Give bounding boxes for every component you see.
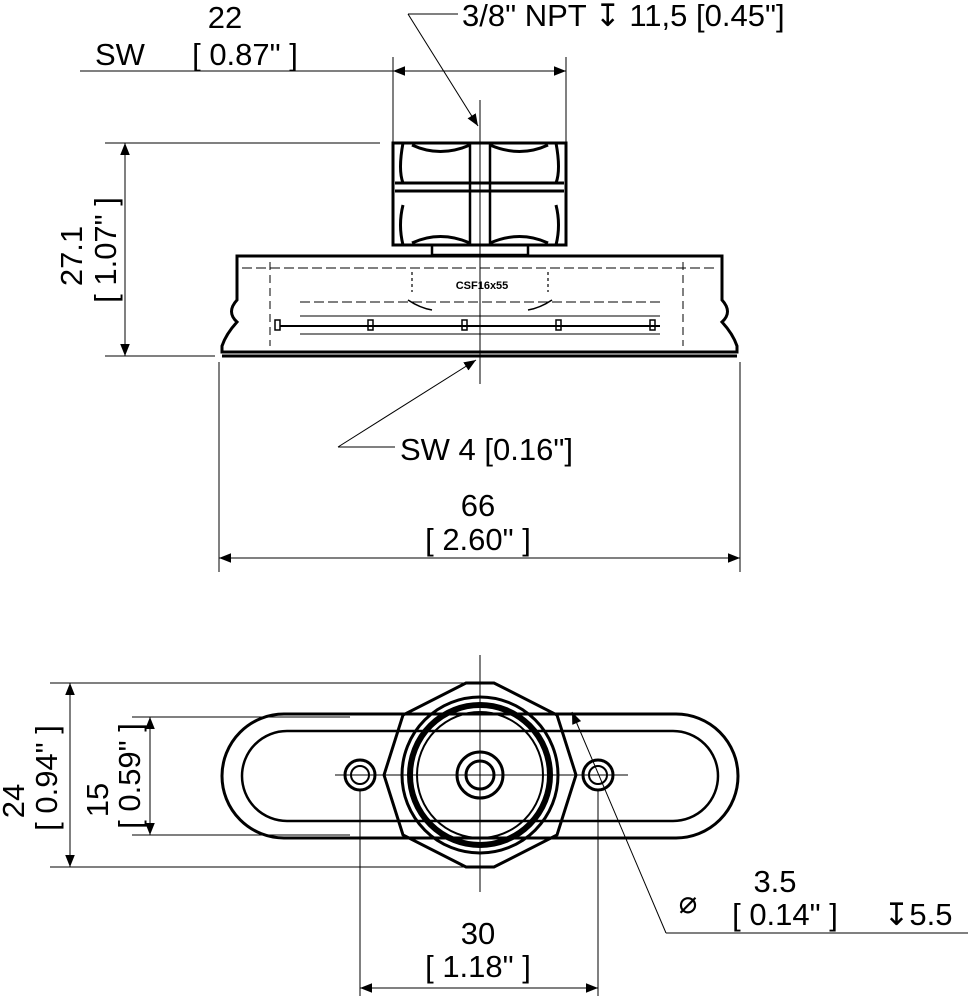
height-dimension: 27.1 [ 1.07" ]: [54, 142, 380, 357]
hole-spacing-mm: 30: [461, 916, 495, 951]
mounting-hole-left-inner: [350, 765, 370, 785]
thread-callout: 3/8" NPT ↧ 11,5 [0.45"]: [407, 0, 785, 127]
cup-rib-marker: [274, 319, 281, 331]
hex-fitting: [391, 141, 568, 257]
sw-bottom-label: SW 4 [0.16"]: [400, 432, 573, 467]
center-hole: [464, 759, 496, 791]
cup-rib-marker: [649, 319, 656, 331]
thread-label: 3/8" NPT ↧ 11,5 [0.45"]: [462, 0, 785, 33]
hole-diameter-leader-line: [571, 711, 667, 934]
outer-height-in: [ 0.94" ]: [29, 725, 64, 831]
top-view: 24 [ 0.94" ] 15 [ 0.59" ] 30 [ 1.18" ] ⌀…: [0, 655, 968, 996]
inner-height-in: [ 0.59" ]: [112, 723, 147, 829]
sw-top-mm: 22: [208, 0, 242, 35]
hex-nut-chamfer-circle: [400, 695, 560, 855]
cup-outline: [220, 261, 739, 354]
cup-rib-marker: [367, 319, 374, 331]
sw-top-in: [ 0.87" ]: [192, 37, 298, 72]
hex-nut-bore-ring: [407, 702, 553, 848]
sw-bottom-callout: SW 4 [0.16"]: [337, 359, 573, 467]
height-in: [ 1.07" ]: [88, 197, 123, 303]
part-marking: CSF16x55: [456, 280, 509, 292]
outer-height-dimension: 24 [ 0.94" ]: [0, 682, 466, 868]
hole-diameter-callout: ⌀ 3.5 [ 0.14" ] ↧5.5: [571, 711, 968, 934]
height-mm: 27.1: [54, 226, 89, 286]
inner-height-mm: 15: [80, 783, 115, 817]
sw-top-label: SW: [95, 37, 146, 72]
hex-face-top: [411, 143, 549, 153]
hex-nut-outline: [382, 681, 578, 869]
hole-diameter-mm: 3.5: [753, 864, 796, 899]
hex-face-right: [554, 142, 560, 246]
cup-logo-arcs: [407, 299, 553, 311]
hex-nut-inner-ring: [416, 711, 544, 839]
mounting-hole-right-inner: [588, 765, 608, 785]
sw-top-dimension: SW 22 [ 0.87" ]: [80, 0, 567, 143]
outer-height-mm: 24: [0, 784, 31, 818]
cup-rib-marker: [555, 319, 562, 331]
width-dimension: 66 [ 2.60" ]: [218, 362, 741, 572]
cup-rib-marker: [461, 319, 468, 331]
cup-stadium-inner: [240, 729, 720, 823]
hole-spacing-in: [ 1.18" ]: [425, 949, 531, 984]
hole-diameter-symbol: ⌀: [679, 885, 698, 920]
inner-height-dimension: 15 [ 0.59" ]: [80, 716, 350, 836]
center-boss-outer: [455, 750, 505, 800]
hole-diameter-in: [ 0.14" ]: [732, 897, 838, 932]
hole-depth: ↧5.5: [883, 897, 952, 932]
width-mm: 66: [461, 488, 495, 523]
hole-spacing-dimension: 30 [ 1.18" ]: [359, 790, 599, 996]
cup-top-lip: [235, 254, 724, 261]
hex-face-left: [399, 142, 405, 246]
side-view: CSF16x55 3/8" NPT ↧ 11,5 [0.45"] SW 22 […: [54, 0, 785, 572]
sw-bottom-leader-line: [337, 359, 477, 448]
width-in: [ 2.60" ]: [425, 522, 531, 557]
bellows-cup: CSF16x55: [220, 254, 739, 358]
hex-face-bottom: [411, 235, 549, 245]
